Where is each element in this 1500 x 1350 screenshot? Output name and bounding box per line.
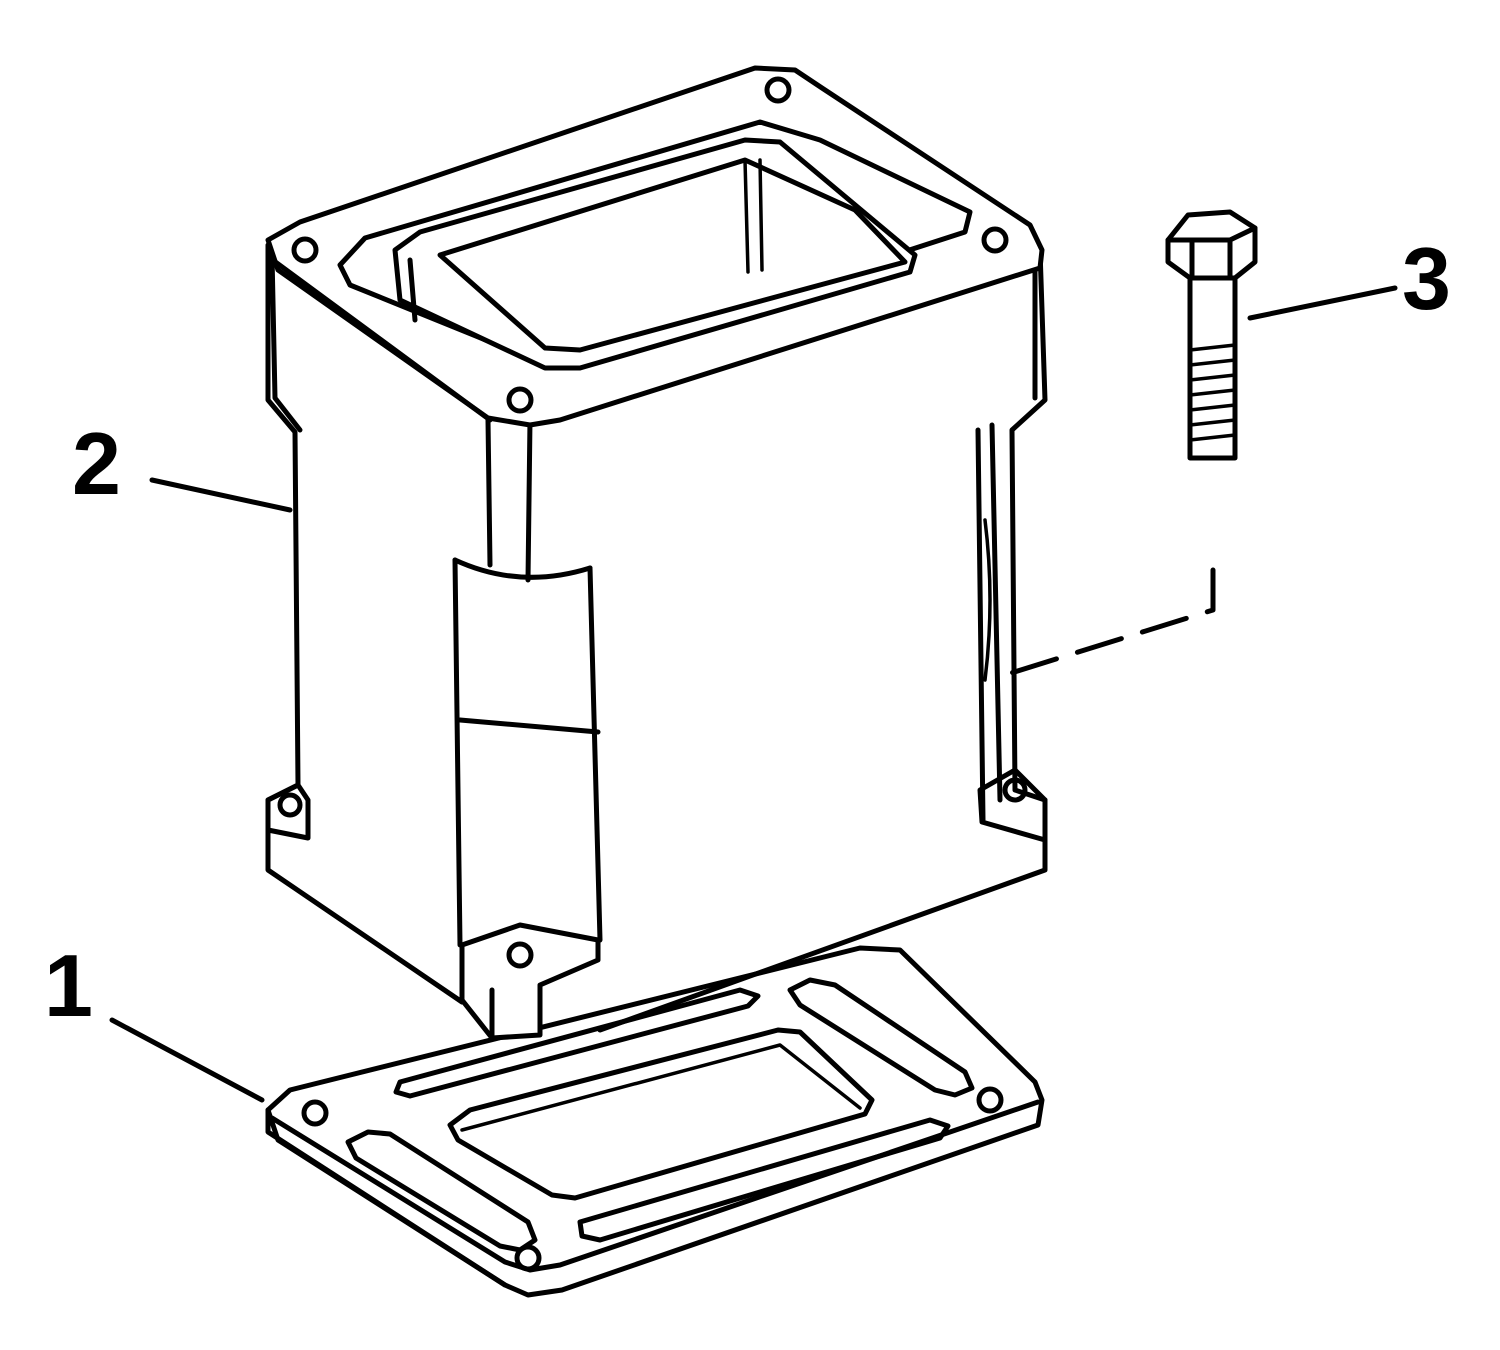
leader-line-3 xyxy=(1247,285,1398,321)
leader-line-1 xyxy=(109,1017,265,1103)
spacer-housing-part-2 xyxy=(265,65,1048,1041)
leader-line-2 xyxy=(149,477,293,513)
callout-number-2: 2 xyxy=(72,414,121,513)
bolt-part-3 xyxy=(992,209,1258,681)
gasket-part-1 xyxy=(265,945,1045,1298)
leader-lines xyxy=(109,285,1398,1103)
callout-number-1: 1 xyxy=(44,936,93,1035)
callout-number-3: 3 xyxy=(1402,229,1451,328)
